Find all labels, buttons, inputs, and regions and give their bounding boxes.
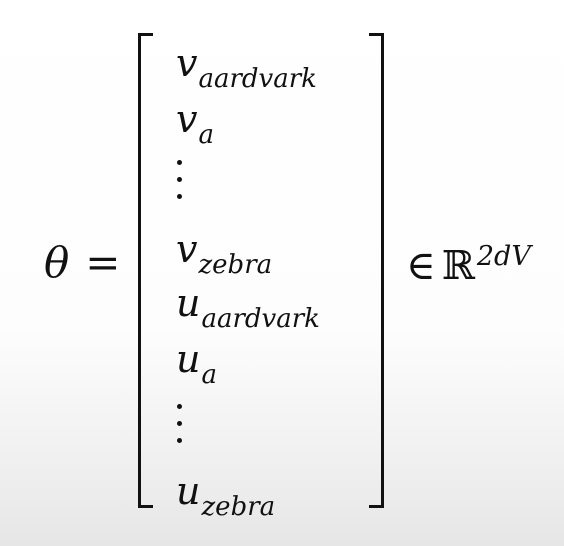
dimension-exponent: 2dV	[476, 241, 531, 272]
real-numbers-symbol: ℝ	[441, 243, 475, 289]
left-bracket	[138, 33, 153, 508]
vertical-ellipsis-1	[174, 160, 186, 206]
vector-entry-u-zebra: uzebra	[176, 469, 276, 522]
vertical-ellipsis-2	[174, 404, 186, 450]
vector-entry-v-aardvark: vaardvark	[176, 41, 317, 94]
element-of-symbol: ∈	[406, 243, 436, 289]
theta-symbol: θ	[44, 238, 70, 287]
vector-entry-u-a: ua	[176, 337, 217, 390]
equation-lhs: θ=	[44, 242, 121, 284]
vector-entry-v-zebra: vzebra	[176, 227, 273, 280]
right-bracket	[369, 33, 384, 508]
vector-entry-u-aardvark: uaardvark	[176, 281, 320, 334]
equals-sign: =	[85, 238, 121, 287]
vector-entry-v-a: va	[176, 97, 214, 150]
equation-rhs: ∈ℝ2dV	[406, 243, 531, 289]
